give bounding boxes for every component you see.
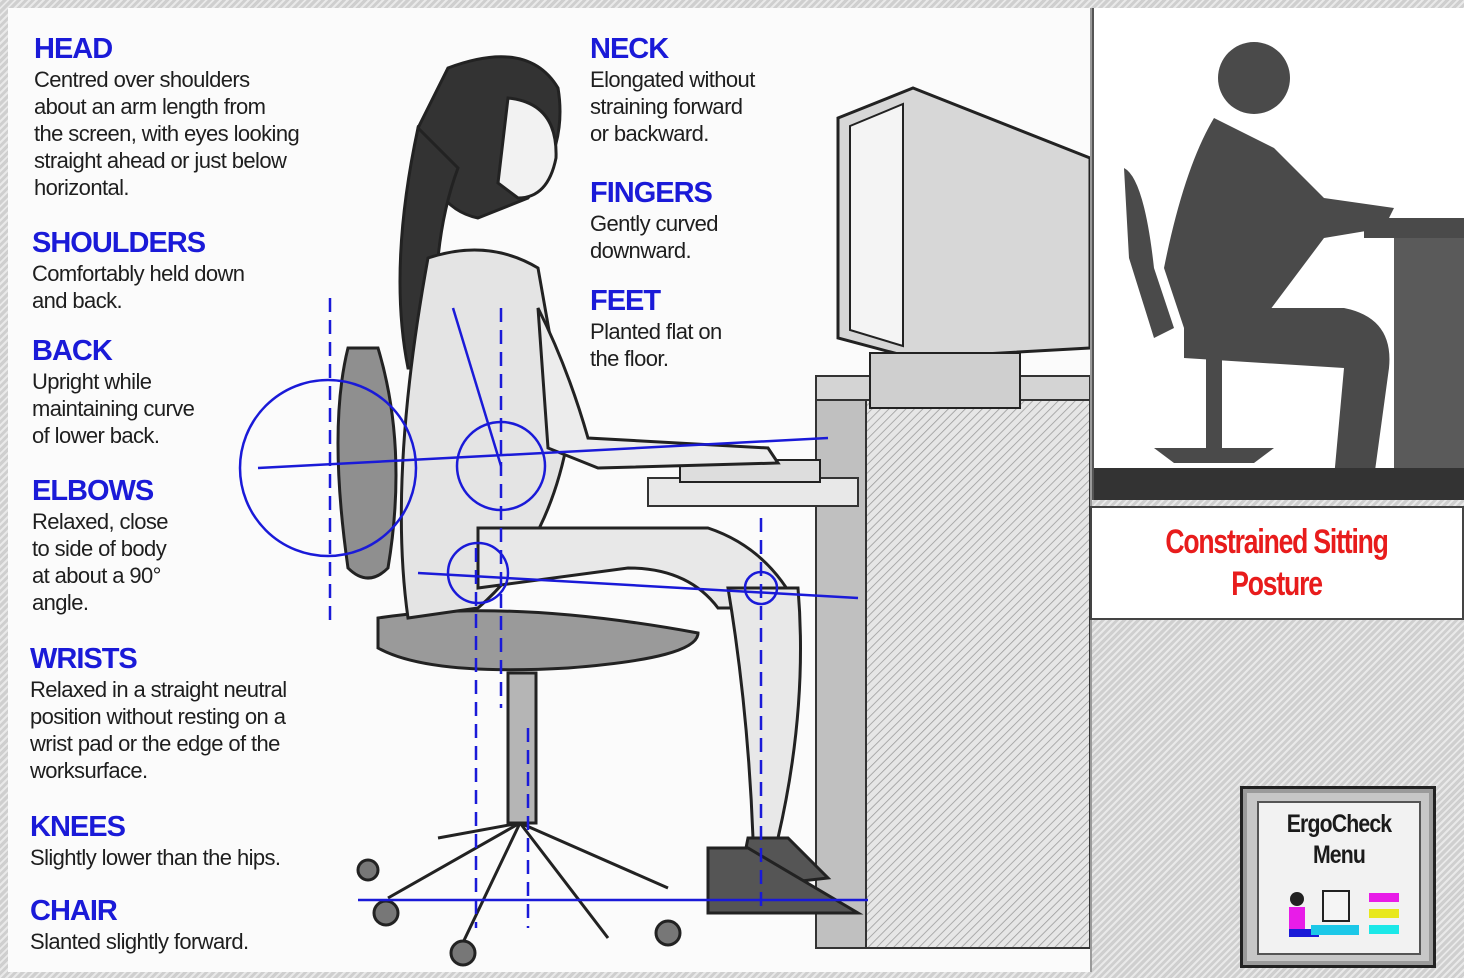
fingers-title: FINGERS bbox=[590, 178, 718, 208]
section-feet: FEET Planted flat on the floor. bbox=[590, 286, 722, 372]
neck-text: Elongated without straining forward or b… bbox=[590, 66, 755, 147]
fingers-text: Gently curved downward. bbox=[590, 210, 718, 264]
section-back: BACK Upright while maintaining curve of … bbox=[32, 336, 194, 449]
ergocheck-menu-button[interactable]: ErgoCheck Menu bbox=[1240, 786, 1436, 968]
wrists-text: Relaxed in a straight neutral position w… bbox=[30, 676, 287, 784]
section-shoulders: SHOULDERS Comfortably held down and back… bbox=[32, 228, 244, 314]
ergocheck-menu-label: ErgoCheck Menu bbox=[1271, 809, 1407, 871]
back-text: Upright while maintaining curve of lower… bbox=[32, 368, 194, 449]
knees-text: Slightly lower than the hips. bbox=[30, 844, 280, 871]
section-knees: KNEES Slightly lower than the hips. bbox=[30, 812, 280, 871]
shoulders-text: Comfortably held down and back. bbox=[32, 260, 244, 314]
neck-title: NECK bbox=[590, 34, 755, 64]
elbows-title: ELBOWS bbox=[32, 476, 168, 506]
section-elbows: ELBOWS Relaxed, close to side of body at… bbox=[32, 476, 168, 616]
floor-strip bbox=[1094, 468, 1464, 500]
constrained-posture-silhouette bbox=[1094, 8, 1464, 500]
elbows-text: Relaxed, close to side of body at about … bbox=[32, 508, 168, 616]
section-head: HEAD Centred over shoulders about an arm… bbox=[34, 34, 299, 201]
head-title: HEAD bbox=[34, 34, 299, 64]
back-title: BACK bbox=[32, 336, 194, 366]
posture-caption-box: Constrained Sitting Posture bbox=[1090, 506, 1464, 620]
constrained-posture-panel bbox=[1092, 8, 1464, 500]
section-neck: NECK Elongated without straining forward… bbox=[590, 34, 755, 147]
wrists-title: WRISTS bbox=[30, 644, 287, 674]
knees-title: KNEES bbox=[30, 812, 280, 842]
feet-title: FEET bbox=[590, 286, 722, 316]
shoulders-title: SHOULDERS bbox=[32, 228, 244, 258]
section-fingers: FINGERS Gently curved downward. bbox=[590, 178, 718, 264]
chair-title: CHAIR bbox=[30, 896, 249, 926]
ergocheck-menu-icon bbox=[1281, 887, 1401, 949]
chair-text: Slanted slightly forward. bbox=[30, 928, 249, 955]
ergocheck-menu-face[interactable]: ErgoCheck Menu bbox=[1257, 801, 1421, 955]
posture-guide-panel: HEAD Centred over shoulders about an arm… bbox=[8, 8, 1092, 972]
computer-monitor bbox=[838, 88, 1090, 408]
section-wrists: WRISTS Relaxed in a straight neutral pos… bbox=[30, 644, 287, 784]
head-text: Centred over shoulders about an arm leng… bbox=[34, 66, 299, 201]
feet-text: Planted flat on the floor. bbox=[590, 318, 722, 372]
posture-caption: Constrained Sitting Posture bbox=[1166, 521, 1388, 605]
section-chair: CHAIR Slanted slightly forward. bbox=[30, 896, 249, 955]
